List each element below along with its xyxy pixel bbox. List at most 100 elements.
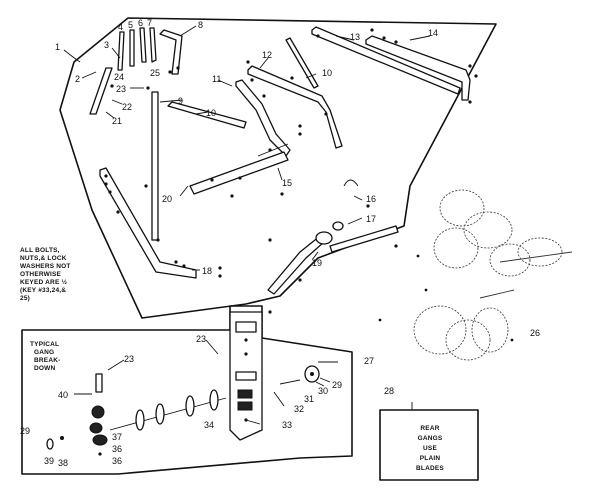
post-9 — [151, 91, 159, 241]
gang-frame-slot-mid — [235, 371, 257, 381]
svg-text:KEYED ARE ½: KEYED ARE ½ — [20, 278, 67, 286]
callout-10-upper: 10 — [322, 68, 332, 78]
strap-7 — [149, 27, 157, 63]
callout-38: 38 — [58, 458, 68, 468]
svg-text:PLAIN: PLAIN — [420, 455, 441, 462]
callout-21: 21 — [112, 116, 122, 126]
bracket-2 — [89, 67, 113, 115]
svg-text:GANG: GANG — [34, 349, 54, 356]
blade-stack-left — [46, 405, 108, 456]
svg-text:WASHERS NOT: WASHERS NOT — [20, 263, 71, 270]
svg-text:25): 25) — [20, 295, 30, 302]
rear-gang-sketch — [378, 189, 573, 361]
callout-13: 13 — [350, 32, 360, 42]
callout-30: 30 — [318, 386, 328, 396]
arm-17 — [329, 225, 399, 253]
svg-text:GANGS: GANGS — [418, 435, 443, 442]
callout-4: 4 — [118, 22, 123, 32]
callout-18: 18 — [202, 266, 212, 276]
svg-text:REAR: REAR — [420, 425, 439, 432]
bar-10-mid — [167, 101, 247, 129]
callout-31: 31 — [304, 394, 314, 404]
callout-29-right: 29 — [332, 380, 342, 390]
callout-14: 14 — [428, 28, 438, 38]
bracket-8 — [159, 29, 183, 75]
gang-breakdown-outline — [21, 305, 353, 475]
svg-text:(KEY #33,24,&: (KEY #33,24,& — [20, 287, 66, 294]
bolts-note: ALL BOLTS, NUTS,& LOCK WASHERS NOT OTHER… — [20, 247, 71, 302]
strap-4 — [117, 31, 125, 71]
bar-10-upper — [285, 37, 319, 89]
callout-26: 26 — [530, 328, 540, 338]
leader-lines — [63, 25, 431, 425]
gang-frame-slot-top — [235, 321, 257, 333]
gang-frame-block-1 — [237, 389, 253, 399]
callout-16: 16 — [366, 194, 376, 204]
svg-text:NUTS,& LOCK: NUTS,& LOCK — [20, 255, 67, 262]
frame-side-18 — [99, 167, 197, 279]
callout-28: 28 — [384, 386, 394, 396]
callout-33: 33 — [282, 420, 292, 430]
svg-text:BLADES: BLADES — [416, 465, 444, 472]
disc-blades-34 — [135, 389, 219, 431]
callout-27: 27 — [364, 356, 374, 366]
callout-24: 24 — [114, 72, 124, 82]
frame-hardware — [104, 28, 478, 314]
arm-16-hook — [343, 179, 359, 187]
svg-text:BREAK-: BREAK- — [34, 357, 60, 364]
crossbar-15 — [189, 151, 289, 195]
callout-9: 9 — [178, 96, 183, 106]
callout-12: 12 — [262, 50, 272, 60]
gang-shaft — [109, 397, 227, 431]
callout-37: 37 — [112, 432, 122, 442]
callout-40: 40 — [58, 390, 68, 400]
strap-5 — [129, 29, 135, 67]
callout-1: 1 — [55, 42, 60, 52]
svg-text:OTHERWISE: OTHERWISE — [20, 271, 62, 278]
callout-6: 6 — [138, 18, 143, 28]
callout-23-frame: 23 — [116, 84, 126, 94]
callout-7: 7 — [147, 18, 152, 28]
strap-6 — [139, 27, 147, 63]
gang-frame-block-2 — [237, 401, 253, 411]
callout-39: 39 — [44, 456, 54, 466]
callout-19: 19 — [312, 258, 322, 268]
crossbar-14 — [365, 35, 471, 101]
callout-8: 8 — [198, 20, 203, 30]
callout-10-mid: 10 — [206, 108, 216, 118]
callout-32: 32 — [294, 404, 304, 414]
spacer-40 — [95, 373, 103, 393]
callout-23-gang-b: 23 — [124, 354, 134, 364]
callout-22: 22 — [122, 102, 132, 112]
callout-36-upper: 36 — [112, 444, 122, 454]
svg-text:USE: USE — [423, 445, 437, 452]
svg-text:DOWN: DOWN — [34, 365, 55, 372]
callout-11: 11 — [212, 74, 221, 84]
frame-assembly-outline — [59, 17, 497, 319]
callout-17: 17 — [366, 214, 376, 224]
bushing-17 — [332, 221, 344, 231]
callout-34: 34 — [204, 420, 214, 430]
callout-15: 15 — [282, 178, 292, 188]
callout-36-lower: 36 — [112, 456, 122, 466]
typical-gang-breakdown-note: TYPICAL GANG BREAK- DOWN — [30, 341, 60, 372]
bushing-19 — [315, 231, 333, 245]
callout-5: 5 — [128, 20, 133, 30]
crossbar-13 — [311, 26, 461, 95]
svg-text:ALL BOLTS,: ALL BOLTS, — [20, 247, 60, 254]
rear-gangs-note-box — [379, 409, 479, 481]
callout-20: 20 — [162, 194, 172, 204]
bar-11 — [235, 79, 291, 157]
svg-text:TYPICAL: TYPICAL — [30, 341, 59, 348]
callout-2: 2 — [75, 74, 80, 84]
callout-25: 25 — [150, 68, 160, 78]
bolt-30 — [319, 377, 331, 383]
bolt-32 — [279, 379, 301, 385]
callout-3: 3 — [104, 40, 109, 50]
crossbar-15-arm — [257, 143, 289, 157]
bar-12 — [247, 65, 343, 149]
rear-gangs-note: REAR GANGS USE PLAIN BLADES — [416, 425, 444, 472]
callout-23-gang-a: 23 — [196, 334, 206, 344]
callout-29-left: 29 — [20, 426, 30, 436]
